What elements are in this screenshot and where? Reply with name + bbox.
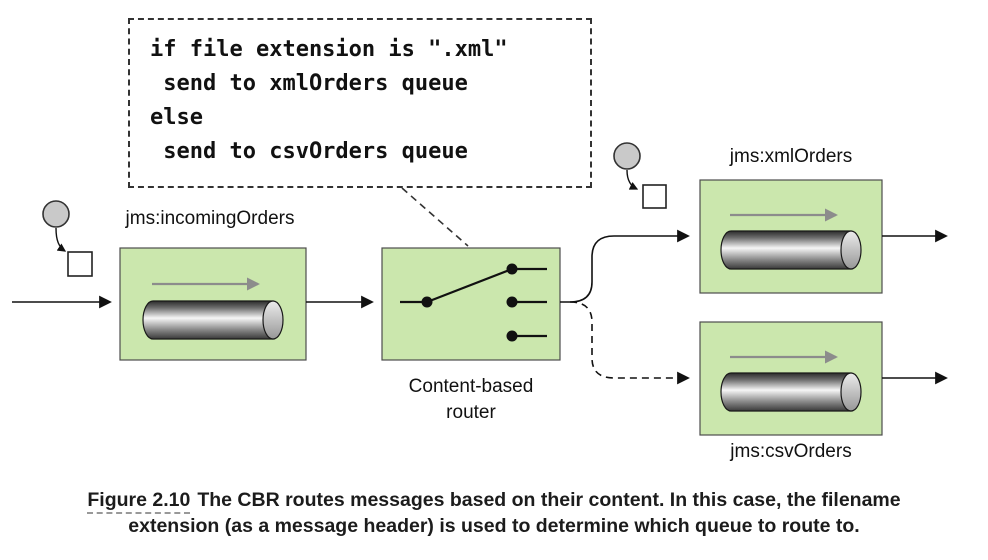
xml-orders-label: jms:xmlOrders xyxy=(729,146,852,167)
message-icon xyxy=(67,251,93,277)
figure-label: Figure 2.10 xyxy=(87,489,191,514)
cbr-diagram-canvas: jms:incomingOrders Content-based router … xyxy=(12,142,948,462)
figure-caption-line2: extension (as a message header) is used … xyxy=(128,515,860,537)
queue-cylinder xyxy=(720,372,862,412)
message-source-arrow xyxy=(626,169,639,190)
code-line-4: send to csvOrders queue xyxy=(150,139,468,164)
code-line-2: send to xmlOrders queue xyxy=(150,71,468,96)
router-label-line1: Content-based xyxy=(409,376,534,397)
code-line-3: else xyxy=(150,105,203,130)
queue-cylinder xyxy=(142,300,284,340)
csv-orders-label: jms:csvOrders xyxy=(729,441,851,462)
routing-rule-code-box: if file extension is ".xml" send to xmlO… xyxy=(128,18,592,188)
figure-caption-line1: Figure 2.10 The CBR routes messages based… xyxy=(0,487,988,514)
router-label-line2: router xyxy=(446,402,496,423)
code-to-router-dashed-link xyxy=(401,187,469,247)
code-line-1: if file extension is ".xml" xyxy=(150,37,508,62)
message-source-icon xyxy=(42,200,70,228)
figure-caption-text-line1: The CBR routes messages based on their c… xyxy=(197,489,901,511)
figure-caption: Figure 2.10 The CBR routes messages based… xyxy=(0,487,988,539)
switch-lever xyxy=(426,267,513,304)
message-source-arrow xyxy=(55,227,67,252)
router-to-xml-arrow xyxy=(560,229,690,303)
router-to-csv-dashed-arrow xyxy=(569,301,690,385)
content-based-router-box xyxy=(381,247,561,361)
incoming-orders-label: jms:incomingOrders xyxy=(125,208,295,229)
queue-cylinder xyxy=(720,230,862,270)
message-source-icon xyxy=(613,142,641,170)
message-icon xyxy=(642,184,667,209)
